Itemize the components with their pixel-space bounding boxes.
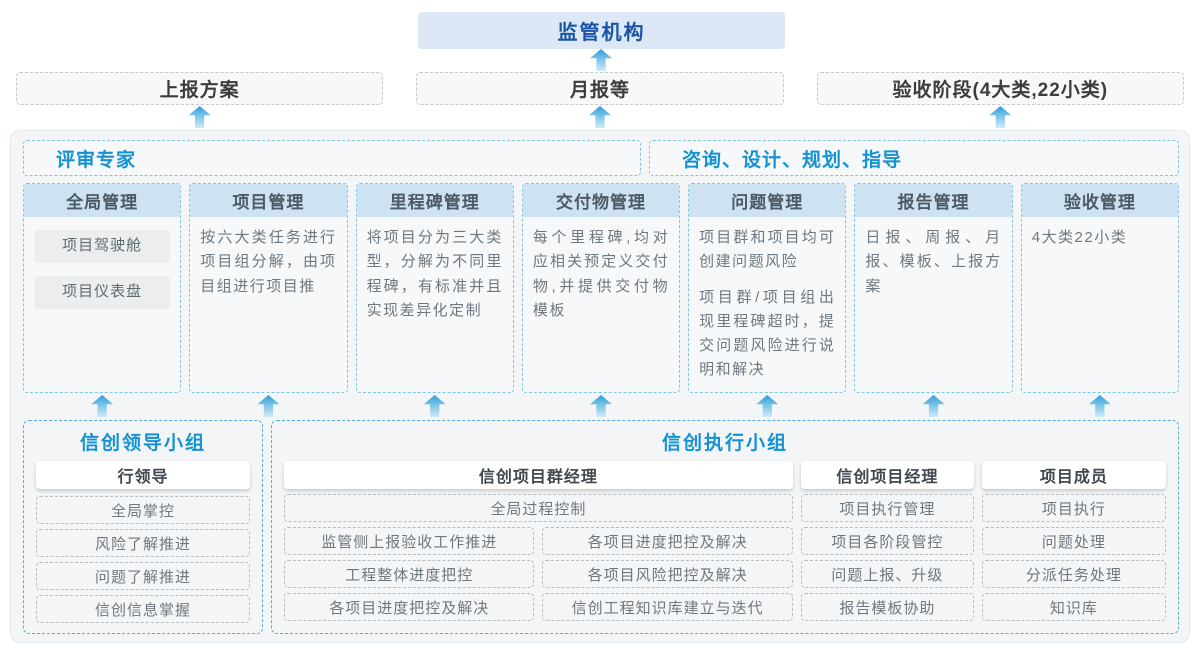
execution-group-title: 信创执行小组 bbox=[661, 433, 788, 454]
column-deliverable-management: 交付物管理 每个里程碑,均对应相关预定义交付物,并提供交付物模板 bbox=[521, 183, 681, 393]
column-project-management: 项目管理 按六大类任务进行项目组分解，由项目组进行项目推 bbox=[189, 183, 348, 393]
duty-item: 问题了解推进 bbox=[36, 562, 250, 590]
duty-item: 各项目进度把控及解决 bbox=[542, 527, 793, 555]
consult-design-label: 咨询、设计、规划、指导 bbox=[682, 149, 903, 171]
duty-item: 分派任务处理 bbox=[981, 560, 1166, 588]
teams-row: 信创领导小组 行领导 全局掌控 风险了解推进 问题了解推进 信创信息掌握 信创执… bbox=[23, 420, 1179, 634]
column-milestone-management: 里程碑管理 将项目分为三大类型，分解为不同里程碑，有标准并且实现差异化定制 bbox=[355, 183, 514, 393]
column-description: 每个里程碑,均对应相关预定义交付物,并提供交付物模板 bbox=[532, 229, 670, 319]
duty-item: 全局掌控 bbox=[36, 496, 250, 524]
up-arrow-icon bbox=[423, 395, 446, 417]
module-columns: 全局管理 项目驾驶舱 项目仪表盘 项目管理 按六大类任务进行项目组分解，由项目组… bbox=[23, 183, 1179, 393]
platform-container: 评审专家 咨询、设计、规划、指导 全局管理 项目驾驶舱 项目仪表盘 项目管理 按… bbox=[10, 130, 1190, 643]
duty-item: 问题上报、升级 bbox=[800, 560, 974, 588]
up-arrow-icon bbox=[91, 395, 114, 417]
column-arrows bbox=[23, 395, 1179, 417]
flow-row: 上报方案 月报等 验收阶段(4大类,22小类) bbox=[16, 72, 1184, 105]
up-arrow-icon bbox=[188, 106, 211, 128]
up-arrow-icon bbox=[590, 49, 612, 71]
duty-item: 知识库 bbox=[981, 593, 1166, 621]
column-title: 验收管理 bbox=[1021, 184, 1178, 217]
column-acceptance-management: 验收管理 4大类22小类 bbox=[1020, 183, 1179, 393]
column-description: 项目群/项目组出现里程碑超时，提交问题风险进行说明和解决 bbox=[699, 288, 836, 379]
duty-item: 项目执行 bbox=[981, 494, 1166, 522]
flow-arrows bbox=[16, 106, 1184, 128]
column-description: 日报、周报、月报、模板、上报方案 bbox=[865, 229, 1002, 295]
duty-item: 信创工程知识库建立与迭代 bbox=[542, 593, 793, 621]
column-description: 将项目分为三大类型，分解为不同里程碑，有标准并且实现差异化定制 bbox=[366, 229, 503, 319]
feature-box: 项目驾驶舱 bbox=[34, 230, 171, 263]
column-report-management: 报告管理 日报、周报、月报、模板、上报方案 bbox=[854, 183, 1013, 393]
column-title: 交付物管理 bbox=[522, 184, 680, 217]
duty-item: 风险了解推进 bbox=[36, 529, 250, 557]
flow-box-label: 上报方案 bbox=[159, 80, 240, 101]
up-arrow-icon bbox=[589, 395, 612, 417]
up-arrow-icon bbox=[257, 395, 280, 417]
up-arrow-icon bbox=[1088, 395, 1111, 417]
up-arrow-icon bbox=[989, 106, 1012, 128]
duty-item: 问题处理 bbox=[981, 527, 1166, 555]
up-arrow-icon bbox=[588, 106, 611, 128]
duty-item: 全局过程控制 bbox=[284, 494, 793, 522]
role-header-project-member: 项目成员 bbox=[981, 461, 1166, 489]
duty-item: 工程整体进度把控 bbox=[284, 560, 535, 588]
role-header-program-manager: 信创项目群经理 bbox=[284, 461, 793, 489]
column-description: 按六大类任务进行项目组分解，由项目组进行项目推 bbox=[200, 229, 337, 295]
column-title: 全局管理 bbox=[24, 184, 181, 217]
regulator-label: 监管机构 bbox=[557, 22, 646, 44]
up-arrow-icon bbox=[756, 395, 779, 417]
flow-box-report-plan: 上报方案 bbox=[16, 72, 384, 105]
flow-box-label: 验收阶段(4大类,22小类) bbox=[892, 80, 1109, 101]
duty-item: 各项目风险把控及解决 bbox=[542, 560, 793, 588]
feature-box: 项目仪表盘 bbox=[34, 276, 171, 309]
execution-group-box: 信创执行小组 信创项目群经理 信创项目经理 项目成员 全局过程控制 项目执行管理… bbox=[271, 420, 1179, 634]
duty-item: 项目各阶段管控 bbox=[800, 527, 974, 555]
column-global-management: 全局管理 项目驾驶舱 项目仪表盘 bbox=[23, 183, 182, 393]
column-title: 报告管理 bbox=[855, 184, 1012, 217]
consult-design-box: 咨询、设计、规划、指导 bbox=[649, 140, 1179, 176]
review-experts-box: 评审专家 bbox=[23, 140, 641, 176]
column-issue-management: 问题管理 项目群和项目均可创建问题风险 项目群/项目组出现里程碑超时，提交问题风… bbox=[688, 183, 847, 393]
consult-header-row: 评审专家 咨询、设计、规划、指导 bbox=[23, 140, 1179, 176]
column-title: 项目管理 bbox=[190, 184, 347, 217]
flow-box-acceptance-stage: 验收阶段(4大类,22小类) bbox=[816, 72, 1184, 105]
flow-box-monthly-report: 月报等 bbox=[416, 72, 784, 105]
leadership-group-box: 信创领导小组 行领导 全局掌控 风险了解推进 问题了解推进 信创信息掌握 bbox=[23, 420, 263, 634]
up-arrow-icon bbox=[922, 395, 945, 417]
duty-item: 报告模板协助 bbox=[800, 593, 974, 621]
column-description: 4大类22小类 bbox=[1031, 229, 1128, 246]
review-experts-label: 评审专家 bbox=[56, 149, 137, 171]
role-header-bank-leader: 行领导 bbox=[36, 461, 250, 489]
duty-item: 监管侧上报验收工作推进 bbox=[284, 527, 535, 555]
flow-box-label: 月报等 bbox=[569, 80, 630, 101]
role-header-project-manager: 信创项目经理 bbox=[800, 461, 974, 489]
leadership-group-title: 信创领导小组 bbox=[79, 433, 206, 454]
regulator-box: 监管机构 bbox=[418, 12, 785, 49]
column-title: 里程碑管理 bbox=[356, 184, 513, 217]
duty-item: 各项目进度把控及解决 bbox=[284, 593, 535, 621]
column-description: 项目群和项目均可创建问题风险 bbox=[699, 229, 836, 271]
column-title: 问题管理 bbox=[689, 184, 846, 217]
duty-item: 信创信息掌握 bbox=[36, 595, 250, 623]
duty-item: 项目执行管理 bbox=[800, 494, 974, 522]
